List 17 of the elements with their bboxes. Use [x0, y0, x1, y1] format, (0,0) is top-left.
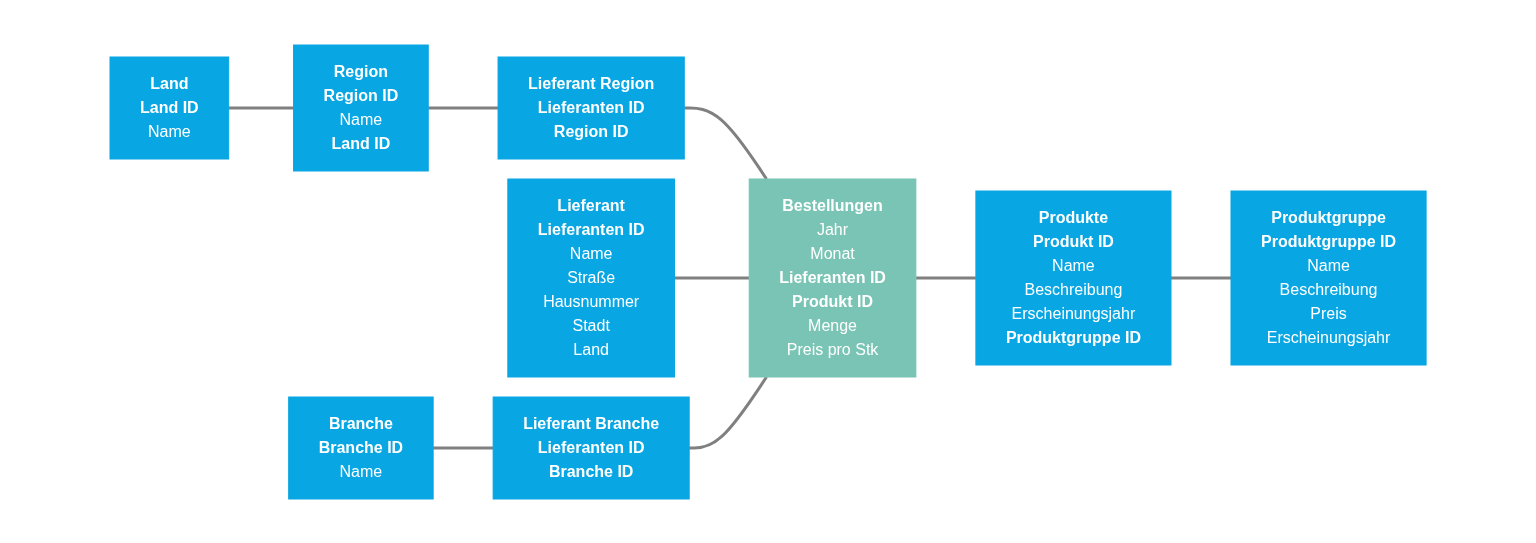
node-box: Produktgruppe Produktgruppe ID Name Beschreibung Preis Erscheinungsjahr [1230, 190, 1427, 365]
node-box: Bestellungen Jahr Monat Lieferanten ID Produkt ID Menge Preis pro Stk [748, 178, 917, 377]
connector [689, 375, 768, 449]
connector [1170, 276, 1231, 279]
node-box: Branche Branche ID Name [288, 396, 434, 499]
connector [228, 106, 294, 109]
connector [428, 106, 498, 109]
connector [915, 276, 976, 279]
connector [433, 446, 494, 449]
node-box: Land Land ID Name [109, 56, 230, 159]
node-box: Region Region ID Name Land ID [293, 44, 429, 171]
connector [674, 276, 750, 279]
node-box: Lieferant Branche Lieferanten ID Branche ID [492, 396, 690, 499]
connector [684, 106, 768, 180]
node-box: Lieferant Lieferanten ID Name Straße Hausnummer Stadt Land [507, 178, 675, 377]
node-box: Produkte Produkt ID Name Beschreibung Erscheinungsjahr Produktgruppe ID [975, 190, 1172, 365]
node-box: Lieferant Region Lieferanten ID Region ID [497, 56, 685, 159]
